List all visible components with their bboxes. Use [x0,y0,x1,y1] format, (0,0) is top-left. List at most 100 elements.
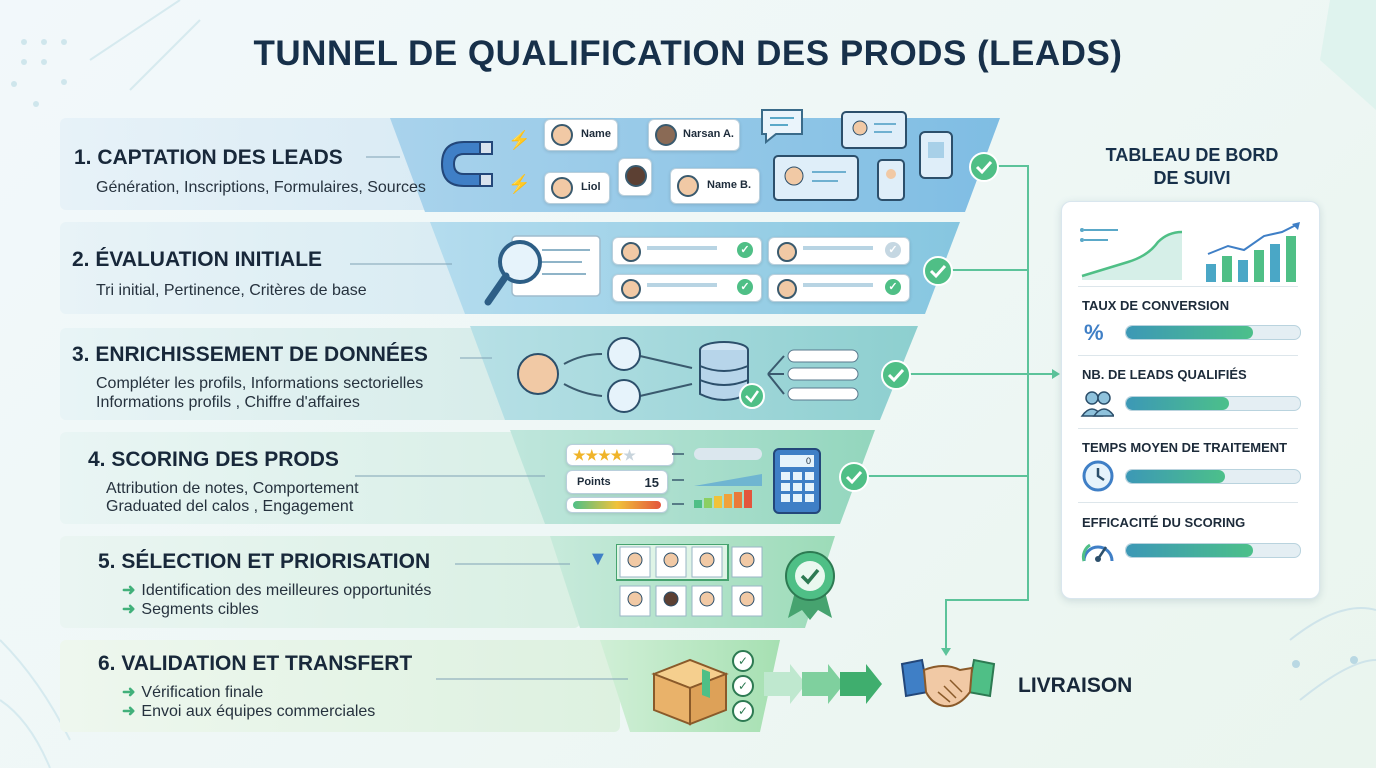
data-enrichment-graphic [517,337,859,413]
metric-bar [1125,396,1301,411]
person-tile [618,158,652,196]
avatar [621,242,641,262]
stage-4-line: Attribution de notes, Comportement [106,480,359,497]
check-icon: ✓ [732,650,754,672]
arrow-right-icon: ➜ [122,601,136,618]
phone-icon [877,159,905,201]
avatar [621,279,641,299]
avatar [777,242,797,262]
clock-icon [1082,460,1114,492]
stage-6-bullet: ➜Vérification finale [122,684,264,701]
stage-1-line: Génération, Inscriptions, Formulaires, S… [96,179,426,196]
calculator-icon: 0 [773,448,821,514]
stage-3-line: Informations profils , Chiffre d'affaire… [96,394,360,411]
arrow-right-icon: ➜ [122,582,136,599]
avatar [625,165,647,187]
metric-label: EFFICACITÉ DU SCORING [1082,515,1246,530]
handshake-icon [900,658,996,708]
avatar [551,177,573,199]
forward-arrows-icon [764,664,882,704]
stage-5-bullet: ➜Identification des meilleures opportuni… [122,582,432,599]
metric-label: NB. DE LEADS QUALIFIÉS [1082,367,1247,382]
laptop-icon [773,155,859,201]
check-icon: ✓ [885,279,901,295]
award-badge-icon [785,551,835,620]
stage-6-bullet: ➜Envoi aux équipes commerciales [122,703,376,720]
magnifier-icon [484,235,601,306]
stage-band-6 [60,640,620,732]
stage-2-line: Tri initial, Pertinence, Critères de bas… [96,282,367,299]
avatar [655,124,677,146]
delivery-label: LIVRAISON [1018,674,1133,697]
metric-bar [1125,543,1301,558]
selected-leads-grid [616,544,763,617]
metric-bar-fill [1126,544,1254,557]
metric-bar-fill [1126,326,1254,339]
score-gradient-bar [566,497,668,513]
users-icon [1080,391,1114,417]
phone-icon [919,131,953,179]
check-icon [839,462,869,492]
arrow-right-icon: ➜ [122,684,136,701]
avatar [551,124,573,146]
metric-label: TEMPS MOYEN DE TRAITEMENT [1082,440,1288,455]
lead-row: ✓ [612,237,762,265]
check-icon: ✓ [885,242,901,258]
panel-divider [1078,428,1298,429]
line-chart-icon [1080,228,1183,280]
panel-divider [1078,286,1298,287]
metric-bar [1125,469,1301,484]
lead-name: Liol [581,181,601,193]
stage-3-line: Compléter les profils, Informations sect… [96,375,424,392]
check-icon [881,360,911,390]
stage-5-bullet: ➜Segments cibles [122,601,259,618]
stage-band-5 [60,536,580,628]
avatar [777,279,797,299]
stage-band-2 [60,222,510,314]
check-icon [969,152,999,182]
package-icon [651,658,729,726]
panel-divider [1078,502,1298,503]
lead-card: Name [544,119,618,151]
stage-6-title: 6. VALIDATION ET TRANSFERT [98,652,413,675]
lead-card: Narsan A. [648,119,740,151]
panel-divider [1078,355,1298,356]
magnet-icon [440,141,493,187]
check-icon [923,256,953,286]
stage-3-title: 3. ENRICHISSEMENT DE DONNÉES [72,343,428,366]
dashboard-title: TABLEAU DE BORD DE SUIVI [1105,145,1279,188]
points-label: Points [577,476,611,488]
lead-card: Name B. [670,168,760,204]
arrow-right-icon: ➜ [122,703,136,720]
lead-row: ✓ [612,274,762,302]
metric-bar-fill [1126,397,1229,410]
check-icon: ✓ [732,675,754,697]
lightning-icon: ⚡ [508,130,531,150]
lead-name: Name B. [707,179,752,191]
check-icon: ✓ [737,279,753,295]
star-rating: ★★★★★ [566,444,674,466]
lead-card: Liol [544,172,610,204]
lead-row: ✓ [768,237,910,265]
stage-5-title: 5. SÉLECTION ET PRIORISATION [98,550,431,573]
lightning-icon: ⚡ [508,174,531,194]
metric-bar [1125,325,1301,340]
stage-band-3 [60,328,530,420]
lead-name: Name [581,128,611,140]
filter-icon: ▼ [588,548,608,570]
check-icon: ✓ [732,700,754,722]
stage-4-line: Graduated del calos , Engagement [106,498,354,515]
chat-bubble-icon [761,109,803,145]
lead-row: ✓ [768,274,910,302]
metric-bar-fill [1126,470,1226,483]
points-value: 15 [644,475,659,490]
stage-band-4 [60,432,560,524]
lead-name: Narsan A. [683,128,734,140]
bar-chart-icon [1206,222,1300,282]
metric-label: TAUX DE CONVERSION [1082,298,1230,313]
avatar [677,175,699,197]
check-icon: ✓ [737,242,753,258]
calculator-display: 0 [780,455,814,467]
stage-4-title: 4. SCORING DES PRODS [88,448,339,471]
tablet-icon [841,111,907,149]
